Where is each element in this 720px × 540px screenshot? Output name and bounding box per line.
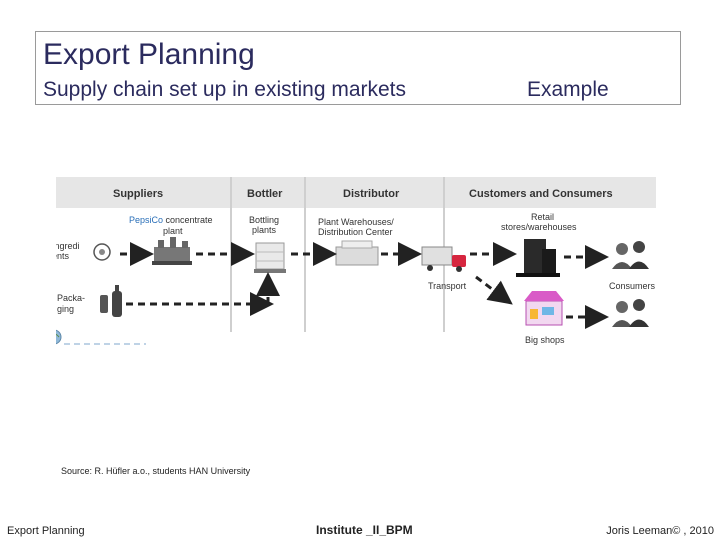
warehouses-label-1: Plant Warehouses/	[318, 217, 394, 227]
retail-label-1: Retail	[531, 212, 554, 222]
footer-left: Export Planning	[7, 525, 85, 537]
consumers-bottom-icon	[612, 299, 649, 327]
plant-label: plant	[163, 226, 183, 236]
source-note: Source: R. Hüfler a.o., students HAN Uni…	[61, 466, 250, 476]
footer-center: Institute _II_BPM	[316, 523, 413, 537]
supply-chain-diagram: Suppliers Bottler Distributor Customers …	[56, 177, 656, 347]
title-box: Export Planning Supply chain set up in e…	[35, 31, 681, 105]
header-bottler: Bottler	[247, 188, 283, 200]
retail-building-icon	[516, 239, 560, 277]
bottling-pallet-icon	[254, 243, 286, 273]
consumers-label: Consumers	[609, 281, 656, 291]
retail-label-2: stores/warehouses	[501, 222, 577, 232]
consumers-top-icon	[612, 241, 649, 269]
footer-right: Joris Leeman© , 2010	[606, 525, 714, 537]
header-distributor: Distributor	[343, 188, 400, 200]
ingredients-label-1: Ingredi	[56, 241, 80, 251]
header-customers: Customers and Consumers	[469, 188, 613, 200]
arrow-truck-to-bigshop	[476, 277, 508, 301]
example-label: Example	[527, 78, 609, 102]
big-shops-label: Big shops	[525, 335, 565, 345]
bottling-label-1: Bottling	[249, 215, 279, 225]
warehouse-icon	[336, 241, 378, 265]
header-suppliers: Suppliers	[113, 188, 163, 200]
warehouses-label-2: Distribution Center	[318, 227, 393, 237]
packaging-label-1: Packa-	[57, 293, 85, 303]
concentrate-plant-label: PepsiCo concentrate	[129, 215, 213, 225]
slide-subtitle: Supply chain set up in existing markets	[43, 78, 406, 102]
bottling-label-2: plants	[252, 225, 277, 235]
packaging-label-2: ging	[57, 304, 74, 314]
slide-title: Export Planning	[43, 38, 255, 72]
ingredients-icon	[94, 244, 110, 260]
transport-label: Transport	[428, 281, 467, 291]
ingredients-label-2: ents	[56, 251, 70, 261]
big-shop-icon	[524, 291, 564, 325]
packaging-bottles-icon	[100, 285, 122, 317]
concentrate-factory-icon	[152, 237, 192, 265]
globe-icon	[56, 330, 61, 344]
